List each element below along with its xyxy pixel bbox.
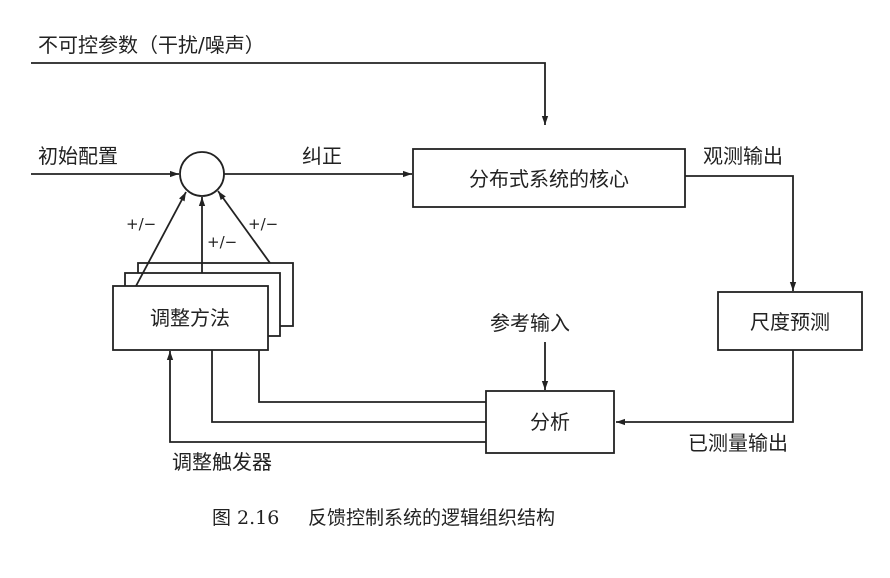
correction-label: 纠正 bbox=[302, 144, 342, 168]
metric-prediction-box bbox=[717, 291, 863, 351]
feedback-arrow-right bbox=[217, 190, 271, 264]
adjust-method-label: 调整方法 bbox=[150, 306, 230, 330]
core-system-box bbox=[412, 148, 686, 208]
disturbance-label: 不可控参数（干扰/噪声） bbox=[38, 33, 265, 57]
reference-input-label: 参考输入 bbox=[490, 311, 570, 335]
observed-output-label: 观测输出 bbox=[703, 144, 783, 168]
figure-title: 反馈控制系统的逻辑组织结构 bbox=[308, 507, 555, 529]
measured-output-label: 已测量输出 bbox=[688, 431, 788, 455]
sign-left-label: +/− bbox=[126, 215, 156, 233]
analysis-box bbox=[485, 390, 615, 454]
figure-number: 图 2.16 bbox=[212, 507, 279, 529]
analysis-link-middle bbox=[211, 350, 486, 423]
adjust-trigger-label: 调整触发器 bbox=[172, 450, 272, 474]
disturbance-arrow bbox=[31, 62, 549, 125]
initial-config-label: 初始配置 bbox=[38, 144, 118, 168]
feedback-arrow-left bbox=[135, 191, 187, 287]
analysis-label: 分析 bbox=[530, 410, 570, 434]
analysis-link-upper bbox=[258, 350, 486, 403]
summing-junction bbox=[179, 151, 225, 197]
sign-middle-label: +/− bbox=[207, 233, 237, 251]
observed-output-arrow bbox=[685, 175, 797, 291]
measured-output-arrow bbox=[616, 350, 794, 426]
sign-right-label: +/− bbox=[248, 215, 278, 233]
core-system-label: 分布式系统的核心 bbox=[469, 167, 629, 191]
metric-prediction-label: 尺度预测 bbox=[750, 310, 830, 334]
adjust-method-box-front bbox=[112, 285, 269, 351]
adjust-trigger-arrow bbox=[166, 351, 486, 443]
